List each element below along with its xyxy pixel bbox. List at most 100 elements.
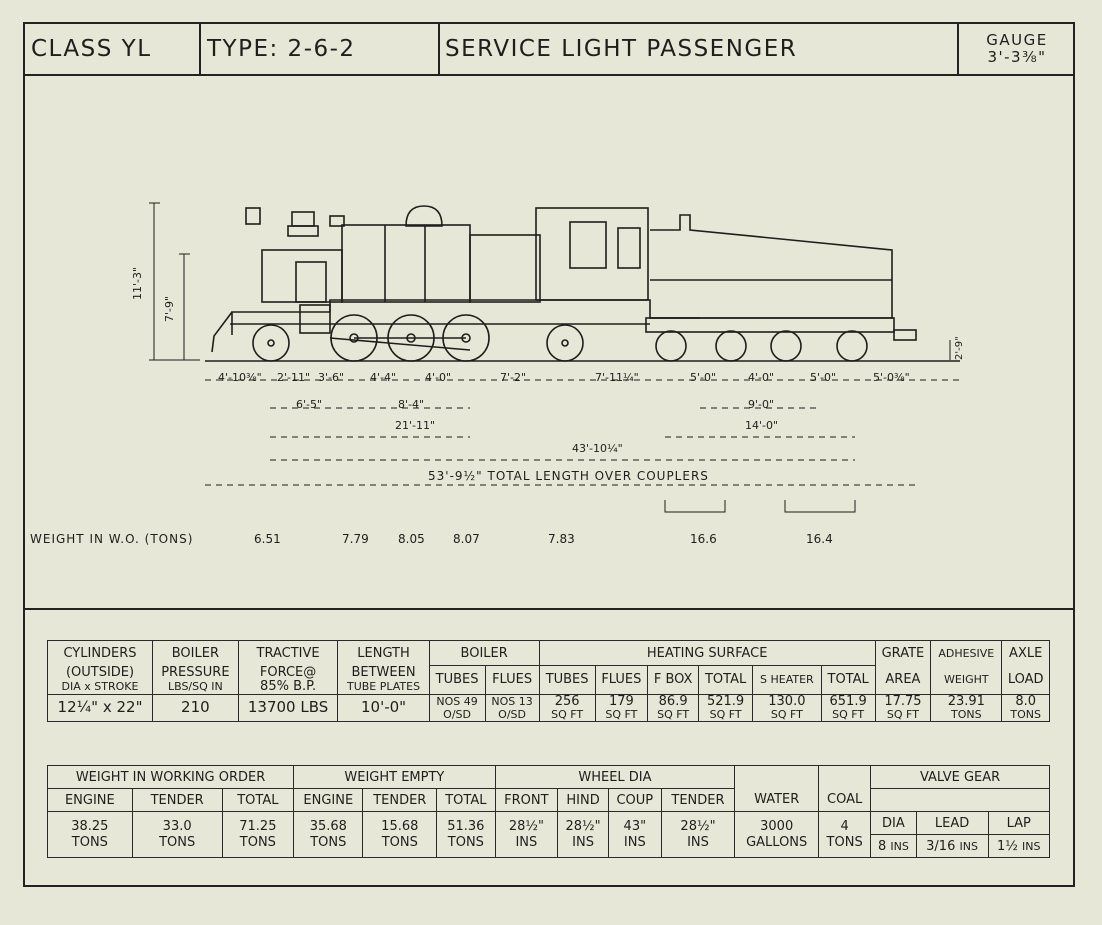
header-bar: CLASS YL TYPE: 2-6-2 SERVICE LIGHT PASSE… bbox=[25, 24, 1073, 76]
cyl-h1: CYLINDERS bbox=[46, 640, 154, 666]
adh-value: 23.91 bbox=[947, 693, 985, 709]
hs-unit: SQ FT bbox=[770, 707, 803, 721]
vg-header: VALVE GEAR bbox=[870, 765, 1050, 789]
wwo-col-label: TOTAL bbox=[221, 788, 295, 812]
vg-cell: 1½ INS bbox=[987, 834, 1050, 858]
grate-unit: SQ FT bbox=[886, 707, 919, 721]
wwo-unit: TONS bbox=[71, 834, 108, 850]
vg-unit: INS bbox=[1022, 839, 1041, 853]
height-overall-label: 11'-3" bbox=[131, 267, 144, 300]
adh-h2: WEIGHT bbox=[930, 665, 1003, 695]
tf-value: 13700 LBS bbox=[237, 693, 339, 722]
wwo-unit: TONS bbox=[239, 834, 276, 850]
coal-label: COAL bbox=[818, 788, 872, 812]
wwo-value: 33.0 bbox=[162, 818, 192, 834]
tubes-value: NOS 49 O/SD bbox=[428, 693, 486, 722]
dim-text: 4'-0" bbox=[748, 371, 774, 384]
wd-col-label: FRONT bbox=[494, 788, 559, 812]
dim-text: 5'-0" bbox=[810, 371, 836, 384]
dim-text: 2'-11" bbox=[277, 371, 310, 384]
vg-unit: INS bbox=[959, 839, 978, 853]
axle-value: 8.0 bbox=[1015, 693, 1037, 709]
gauge-box: GAUGE 3'-3⅜" bbox=[961, 24, 1073, 74]
we-col-label: TENDER bbox=[362, 788, 438, 812]
water-unit: GALLONS bbox=[746, 834, 808, 850]
vg-value: 1½ bbox=[997, 838, 1018, 854]
total-length-text: 53'-9½" TOTAL LENGTH OVER COUPLERS bbox=[428, 469, 709, 483]
bp-h23: PRESSURE LBS/SQ IN bbox=[152, 665, 239, 695]
weight-row: WEIGHT IN W.O. (TONS) 6.51 7.79 8.05 8.0… bbox=[30, 532, 833, 546]
dim-row-4-text: 43'-10¼" bbox=[572, 442, 623, 455]
dim-text: 4'-10⅜" bbox=[218, 371, 262, 384]
axle-unit: TONS bbox=[1010, 707, 1041, 721]
vg-value: 8 bbox=[877, 838, 887, 854]
grate-h2: AREA bbox=[874, 665, 932, 695]
wwo-header: WEIGHT IN WORKING ORDER bbox=[46, 765, 295, 789]
weight-value: 8.05 bbox=[398, 532, 425, 546]
weight-value: 8.07 bbox=[453, 532, 480, 546]
flues-h: FLUES bbox=[484, 665, 540, 695]
wd-value: 28½" bbox=[508, 818, 544, 834]
tf-h1: TRACTIVE bbox=[237, 640, 339, 666]
hs-unit: SQ FT bbox=[657, 707, 690, 721]
wd-col-label: TENDER bbox=[660, 788, 736, 812]
lb-h1: LENGTH bbox=[337, 640, 430, 666]
vg-col-label: LEAD bbox=[915, 811, 989, 835]
lb-h23: BETWEEN TUBE PLATES bbox=[337, 665, 430, 695]
boiler-header: BOILER bbox=[428, 640, 540, 666]
dim-text: 8'-4" bbox=[398, 398, 424, 411]
hs-value: 86.9 bbox=[658, 693, 688, 709]
we-col-label: ENGINE bbox=[293, 788, 364, 812]
hs-unit: SQ FT bbox=[832, 707, 865, 721]
heating-surface-header: HEATING SURFACE bbox=[538, 640, 876, 666]
hs-unit: SQ FT bbox=[605, 707, 638, 721]
we-unit: TONS bbox=[310, 834, 347, 850]
we-value: 15.68 bbox=[381, 818, 419, 834]
class-label: CLASS YL bbox=[31, 36, 152, 62]
wd-header: WHEEL DIA bbox=[494, 765, 736, 789]
wd-col-label: HIND bbox=[557, 788, 609, 812]
specification-table-2: WEIGHT IN WORKING ORDER WEIGHT EMPTY WHE… bbox=[46, 765, 1050, 858]
hs-unit: SQ FT bbox=[709, 707, 742, 721]
water-value: 3000 bbox=[760, 818, 794, 834]
vg-unit: INS bbox=[890, 839, 909, 853]
grate-value: 17.75 bbox=[884, 693, 922, 709]
tf-h3: 85% B.P. bbox=[260, 678, 317, 694]
wwo-value: 71.25 bbox=[239, 818, 277, 834]
weight-value: 7.83 bbox=[548, 532, 575, 546]
wwo-col-label: TENDER bbox=[131, 788, 223, 812]
tubes-count: NOS 49 bbox=[436, 694, 478, 708]
vg-cell: 8 INS bbox=[870, 834, 917, 858]
we-value: 35.68 bbox=[309, 818, 347, 834]
dim-text: 5'-0⅜" bbox=[873, 371, 910, 384]
tubes-size: O/SD bbox=[443, 707, 471, 721]
weight-label: WEIGHT IN W.O. (TONS) bbox=[30, 532, 193, 546]
hs-col-label: FLUES bbox=[594, 665, 649, 695]
coal-unit: TONS bbox=[826, 834, 863, 850]
wd-value: 43" bbox=[623, 818, 647, 834]
locomotive-elevation-drawing: 11'-3" 7'-9" 2'-9" 4'-10⅜" 2'-11" 3'-6" … bbox=[30, 202, 965, 546]
hs-value: 179 bbox=[608, 693, 634, 709]
axle-h2: LOAD bbox=[1001, 665, 1050, 695]
we-unit: TONS bbox=[381, 834, 418, 850]
cyl-h23: (OUTSIDE) DIA x STROKE bbox=[46, 665, 154, 695]
tf-h23: FORCE@ 85% B.P. bbox=[237, 665, 339, 695]
height-boiler-label: 7'-9" bbox=[163, 296, 176, 322]
grate-h1: GRATE bbox=[874, 640, 932, 666]
dim-text: 6'-5" bbox=[296, 398, 322, 411]
hs-value: 521.9 bbox=[706, 693, 745, 709]
wd-cell: 28½"INS bbox=[660, 811, 736, 858]
hs-col-label: TOTAL bbox=[698, 665, 754, 695]
